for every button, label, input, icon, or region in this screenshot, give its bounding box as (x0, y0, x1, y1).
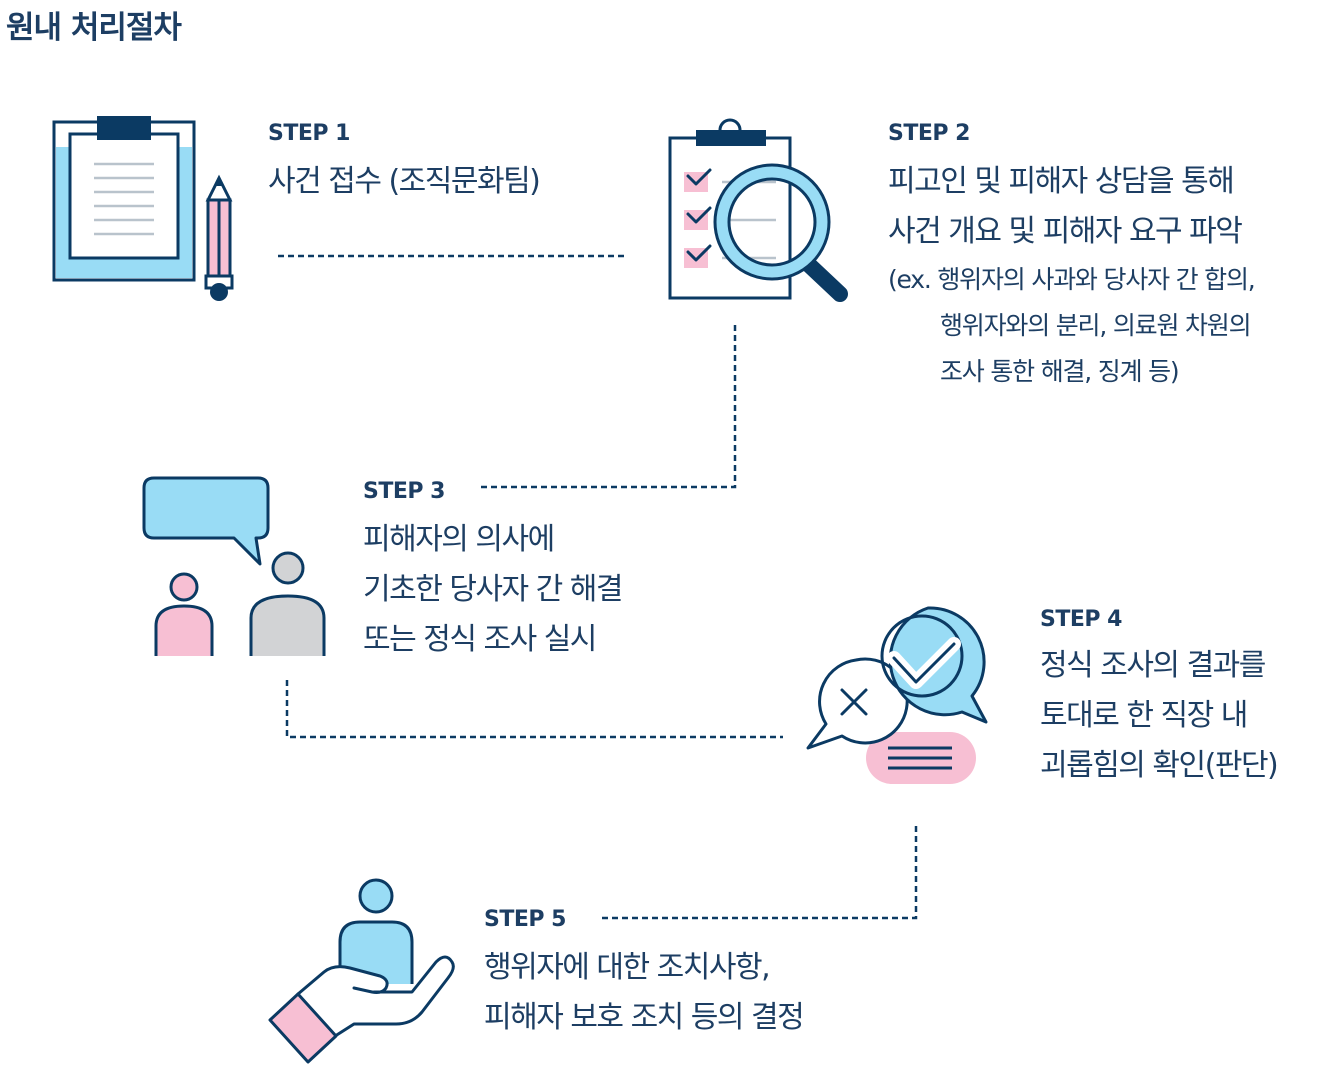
step-2-sub-line-3: 조사 통한 해결, 징계 등) (940, 357, 1180, 386)
step-2-text: 피고인 및 피해자 상담을 통해 사건 개요 및 피해자 요구 파악 (888, 157, 1243, 257)
step-5-line-2: 피해자 보호 조치 등의 결정 (484, 1000, 805, 1035)
step-4-text: 정식 조사의 결과를 토대로 한 직장 내 괴롭힘의 확인(판단) (1040, 641, 1279, 791)
step-4-line-3: 괴롭힘의 확인(판단) (1040, 748, 1279, 783)
step-3-line-1: 피해자의 의사에 (363, 522, 555, 557)
checklist-magnifier-icon (668, 118, 848, 302)
step-4-line-1: 정식 조사의 결과를 (1040, 648, 1266, 683)
step-1-label: STEP 1 (268, 121, 350, 146)
step-2-example: (ex. 행위자의 사과와 당사자 간 합의, 행위자와의 분리, 의료원 차원… (888, 257, 1256, 395)
step-5-line-1: 행위자에 대한 조치사항, (484, 950, 771, 985)
step-5-label: STEP 5 (484, 907, 566, 932)
page-title: 원내 처리절차 (6, 10, 182, 46)
step-4-line-2: 토대로 한 직장 내 (1040, 698, 1248, 733)
hand-person-icon (268, 878, 455, 1064)
step-3-text: 피해자의 의사에 기초한 당사자 간 해결 또는 정식 조사 실시 (363, 515, 624, 665)
step-4-label: STEP 4 (1040, 607, 1122, 632)
step-3-line-3: 또는 정식 조사 실시 (363, 622, 597, 657)
two-people-speech-icon (142, 476, 326, 656)
step-2-sub-line-2: 행위자와의 분리, 의료원 차원의 (940, 311, 1252, 340)
check-cross-bubbles-icon (806, 606, 988, 784)
step-3-label: STEP 3 (363, 479, 445, 504)
clipboard-pencil-icon (52, 116, 234, 301)
step-1-text: 사건 접수 (조직문화팀) (268, 157, 541, 207)
step-3-line-2: 기초한 당사자 간 해결 (363, 572, 624, 607)
step-2-label: STEP 2 (888, 121, 970, 146)
connector-2-3 (480, 325, 737, 489)
step-5-text: 행위자에 대한 조치사항, 피해자 보호 조치 등의 결정 (484, 943, 805, 1043)
step-2-line-1: 피고인 및 피해자 상담을 통해 (888, 164, 1235, 199)
step-2-sub-line-1: (ex. 행위자의 사과와 당사자 간 합의, (888, 265, 1256, 294)
connector-4-5 (598, 826, 918, 920)
step-1-line-1: 사건 접수 (조직문화팀) (268, 164, 541, 199)
connector-3-4 (285, 680, 783, 739)
step-2-line-2: 사건 개요 및 피해자 요구 파악 (888, 214, 1243, 249)
